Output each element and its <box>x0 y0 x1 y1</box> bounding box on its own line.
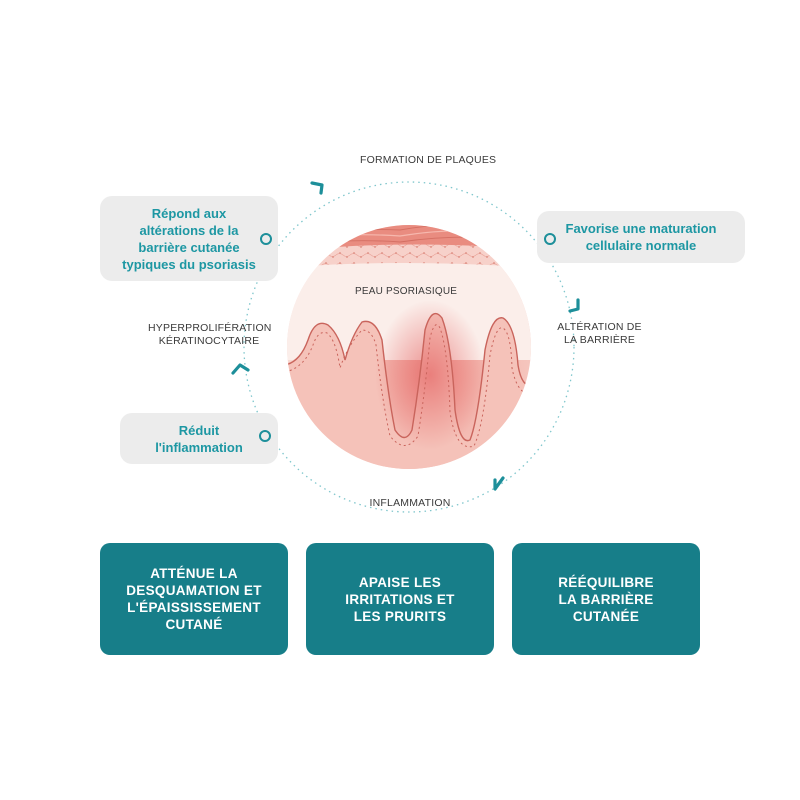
cycle-label-inflammation: INFLAMMATION <box>369 497 451 509</box>
arrow-right-icon <box>568 298 580 313</box>
callout-dot-icon <box>259 430 271 442</box>
cycle-label-alteration: ALTÉRATION DE LA BARRIÈRE <box>557 321 642 346</box>
cycle-label-formation: FORMATION DE PLAQUES <box>360 154 497 166</box>
callout-dot-icon <box>260 233 272 245</box>
cycle-ring <box>243 181 575 513</box>
benefit-desquamation: ATTÉNUE LA DESQUAMATION ET L'ÉPAISSISSEM… <box>100 543 288 655</box>
benefit-rebalances: RÉÉQUILIBRE LA BARRIÈRE CUTANÉE <box>512 543 700 655</box>
skin-illustration <box>287 225 531 469</box>
callout-inflammation: Réduit l'inflammation <box>120 413 278 464</box>
arrow-bottom-right-icon <box>493 476 505 491</box>
callout-cell-maturation: Favorise une maturation cellulaire norma… <box>537 211 745 263</box>
callout-dot-icon <box>544 233 556 245</box>
skin-label: PEAU PSORIASIQUE <box>355 286 458 297</box>
arrow-left-icon <box>231 363 250 375</box>
benefit-soothes: APAISE LES IRRITATIONS ET LES PRURITS <box>306 543 494 655</box>
cycle-label-hyperproliferation: HYPERPROLIFÉRATION KÉRATINOCYTAIRE <box>148 322 272 347</box>
arrow-top-left-icon <box>310 181 324 195</box>
callout-barrier-alterations: Répond aux altérations de la barrière cu… <box>100 196 278 281</box>
